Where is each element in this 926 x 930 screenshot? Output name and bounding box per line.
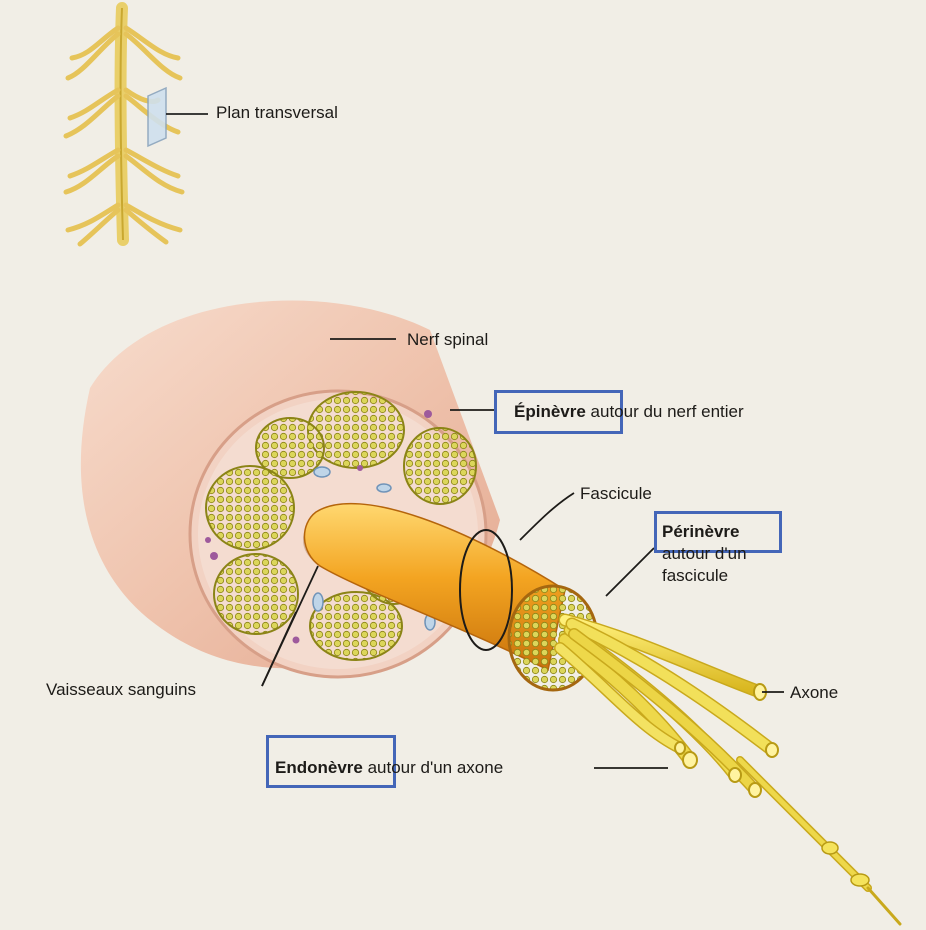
leader-lines	[261, 338, 784, 769]
label-nerf-spinal: Nerf spinal	[407, 330, 489, 349]
label-axone: Axone	[790, 683, 839, 702]
fascicle	[309, 591, 403, 661]
text-epinevre-desc: autour du nerf entier	[590, 402, 744, 421]
transverse-plane	[147, 86, 167, 148]
label-vaisseaux-sanguins: Vaisseaux sanguins	[46, 680, 196, 699]
text-endonevre-desc: autour d'un axone	[367, 758, 504, 777]
nerve-body	[80, 300, 500, 679]
perineurium-ring	[459, 529, 513, 651]
term-endonevre: Endonèvre	[275, 758, 363, 777]
label-epinevre: Épinèvre autour du nerf entier	[514, 402, 744, 422]
fascicle	[403, 427, 477, 505]
fascicle	[255, 417, 325, 479]
fascicle	[205, 465, 295, 551]
term-perinevre: Périnèvre	[662, 522, 740, 541]
text-perinevre-desc-1: autour d'un	[662, 544, 747, 563]
label-endonevre: Endonèvre autour d'un axone	[275, 758, 503, 778]
spinal-cord-center	[119, 7, 124, 241]
spinal-cord-thumbnail	[63, 2, 208, 247]
perineurium-sheath	[303, 502, 566, 672]
label-perinevre: Périnèvre autour d'un fascicule	[662, 521, 802, 587]
label-fascicule: Fascicule	[580, 484, 652, 503]
text-perinevre-desc-2: fascicule	[662, 566, 729, 585]
highlight-box-epinevre	[494, 390, 623, 434]
fascicle	[213, 553, 299, 635]
nerve-branches	[63, 25, 185, 247]
label-plan-transversal: Plan transversal	[216, 103, 338, 122]
highlight-box-endonevre	[266, 735, 396, 788]
term-epinevre: Épinèvre	[514, 402, 586, 421]
highlight-box-perinevre	[654, 511, 782, 553]
blood-vessels	[205, 410, 436, 644]
